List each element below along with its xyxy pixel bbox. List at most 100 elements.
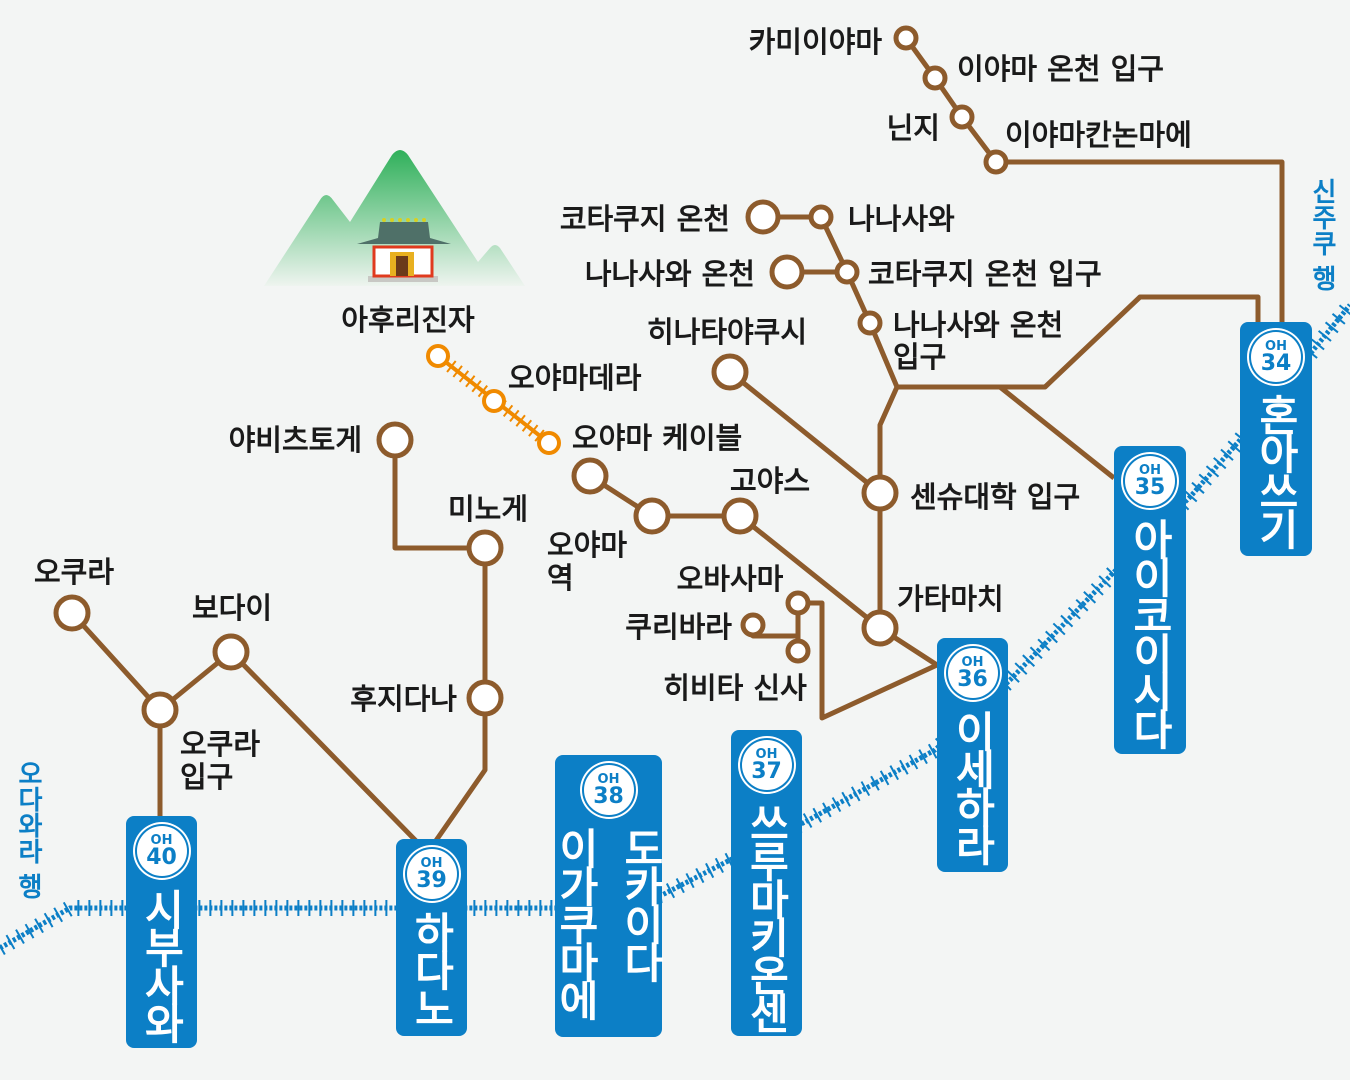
- code-number: 40: [146, 844, 177, 870]
- bus-stops: [53, 25, 1009, 729]
- stop-minoge[interactable]: [466, 529, 504, 567]
- label-hibita-jinja: 히비타 신사: [663, 671, 807, 705]
- label-okura-iriguchi-1: 오쿠라: [180, 727, 260, 761]
- code-operator: OH: [150, 832, 173, 848]
- station-name: 하다노: [407, 911, 456, 1025]
- code-operator: OH: [961, 654, 984, 670]
- station-name-line2: 이가쿠마에: [551, 827, 601, 1017]
- stop-senshu-daigaku[interactable]: [861, 474, 899, 512]
- stop-iyama-onsen-iriguchi[interactable]: [922, 65, 948, 91]
- label-kamiiyama: 카미이야마: [749, 25, 883, 59]
- stop-hibita-jinja[interactable]: [785, 638, 811, 664]
- label-katamachi: 가타마치: [897, 582, 1004, 616]
- label-okura-iriguchi-2: 입구: [180, 760, 233, 794]
- stop-nanasawa-onsen[interactable]: [769, 254, 805, 290]
- odakyu-main-line: [0, 299, 1350, 955]
- stop-bodai[interactable]: [212, 633, 250, 671]
- stop-hinata-yakushi[interactable]: [711, 353, 749, 391]
- stop-ninji[interactable]: [949, 104, 975, 130]
- label-kuribara: 쿠리바라: [625, 610, 732, 644]
- stop-koyasu[interactable]: [721, 497, 759, 535]
- label-kotakuji-onsen-iriguchi: 코타쿠지 온천 입구: [868, 257, 1102, 291]
- code-number: 36: [957, 666, 988, 692]
- code-operator: OH: [597, 771, 620, 787]
- station-name: 도카이다 이가쿠마에: [546, 815, 672, 1017]
- stop-oyamadera[interactable]: [482, 389, 506, 413]
- label-nanasawa-onsen-iriguchi-1: 나나사와 온천: [893, 308, 1063, 342]
- destination-odawara: 오다와라 행: [13, 760, 43, 899]
- label-oyamadera: 오야마데라: [508, 361, 642, 395]
- label-oyama-eki-1: 오야마: [547, 528, 627, 562]
- label-afuri-jinja: 아후리진자: [341, 303, 475, 337]
- station-name: 아이코이시다: [1125, 518, 1175, 746]
- label-iyama-onsen-iriguchi: 이야마 온천 입구: [957, 52, 1164, 86]
- stop-okura-iriguchi[interactable]: [141, 691, 179, 729]
- code-number: 38: [593, 783, 624, 809]
- station-name: 쓰루마키온센: [742, 802, 791, 1030]
- stop-kotakuji-onsen-iriguchi[interactable]: [834, 259, 860, 285]
- label-iyama-kannonmae: 이야마칸논마에: [1005, 118, 1192, 152]
- code-operator: OH: [1139, 462, 1161, 478]
- stop-yabitsu-toge[interactable]: [376, 421, 414, 459]
- stop-iyama-kannonmae[interactable]: [983, 149, 1009, 175]
- destination-shinjuku: 신주쿠 행: [1307, 178, 1337, 291]
- code-operator: OH: [1265, 338, 1287, 354]
- label-oyama-eki-2: 역: [547, 561, 574, 595]
- stop-okura[interactable]: [53, 594, 91, 632]
- label-yabitsu-toge: 야비츠토게: [229, 423, 362, 457]
- stop-nanasawa-onsen-iriguchi[interactable]: [857, 310, 883, 336]
- stop-kuribara[interactable]: [740, 612, 766, 638]
- station-name: 혼아쓰기: [1251, 394, 1301, 546]
- stop-obasama[interactable]: [785, 590, 811, 616]
- oyama-cable-line: [426, 344, 561, 455]
- station-name: 시부사와: [137, 888, 186, 1040]
- label-oyama-cable: 오야마 케이블: [572, 421, 742, 455]
- label-fujidana: 후지다나: [350, 682, 457, 716]
- label-hinata-yakushi: 히나타야쿠시: [647, 315, 807, 349]
- label-bodai: 보다이: [192, 591, 272, 625]
- stop-afuri-jinja[interactable]: [426, 344, 450, 368]
- label-ninji: 닌지: [887, 111, 940, 145]
- label-nanasawa-onsen-iriguchi-2: 입구: [893, 340, 946, 374]
- code-number: 35: [1134, 474, 1166, 500]
- stop-oyama-cable[interactable]: [537, 431, 561, 455]
- label-minoge: 미노게: [448, 492, 528, 526]
- label-nanasawa: 나나사와: [848, 202, 955, 236]
- mountain-shrine-illustration: [264, 150, 525, 286]
- label-obasama: 오바사마: [677, 562, 784, 596]
- code-operator: OH: [755, 746, 778, 762]
- code-operator: OH: [420, 855, 443, 871]
- stop-oyama-mid[interactable]: [633, 497, 671, 535]
- code-number: 39: [416, 867, 447, 893]
- stop-labels: 카미이야마 이야마 온천 입구 닌지 이야마칸논마에 코타쿠지 온천 나나사와 …: [34, 25, 1192, 794]
- label-koyasu: 고야스: [730, 464, 810, 498]
- station-name: 이세하라: [948, 710, 997, 862]
- stop-oyama-eki[interactable]: [571, 457, 609, 495]
- code-number: 37: [751, 758, 782, 784]
- stop-kotakuji-onsen[interactable]: [745, 199, 781, 235]
- label-okura: 오쿠라: [34, 555, 114, 589]
- stop-katamachi[interactable]: [861, 609, 899, 647]
- code-number: 34: [1260, 350, 1292, 376]
- label-nanasawa-onsen: 나나사와 온천: [585, 257, 755, 291]
- label-senshu-daigaku: 센슈대학 입구: [910, 480, 1080, 514]
- stop-kamiiyama[interactable]: [893, 25, 919, 51]
- stop-fujidana[interactable]: [466, 679, 504, 717]
- label-kotakuji-onsen: 코타쿠지 온천: [560, 202, 730, 236]
- stop-nanasawa[interactable]: [808, 204, 834, 230]
